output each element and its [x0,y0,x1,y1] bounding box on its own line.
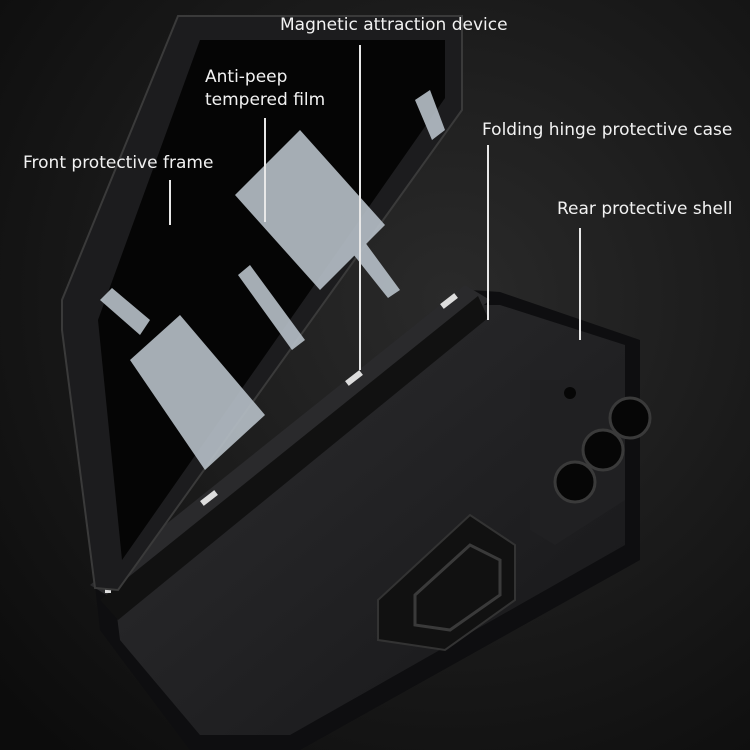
camera-hole [553,460,597,504]
camera-hole [581,428,625,472]
label-rear-protective-shell: Rear protective shell [557,199,733,219]
flash-hole [564,387,576,399]
rear-protective-shell [95,290,652,750]
label-anti-peep-line1: Anti-peep [205,67,288,87]
anti-peep-film [100,90,445,470]
label-front-protective-frame: Front protective frame [23,153,214,173]
label-anti-peep-line2: tempered film [205,90,326,110]
front-protective-frame [61,15,463,592]
label-folding-hinge: Folding hinge protective case [482,120,733,140]
label-magnetic-attraction-device: Magnetic attraction device [280,15,508,35]
camera-hole [608,396,652,440]
callout-lines [169,45,581,370]
